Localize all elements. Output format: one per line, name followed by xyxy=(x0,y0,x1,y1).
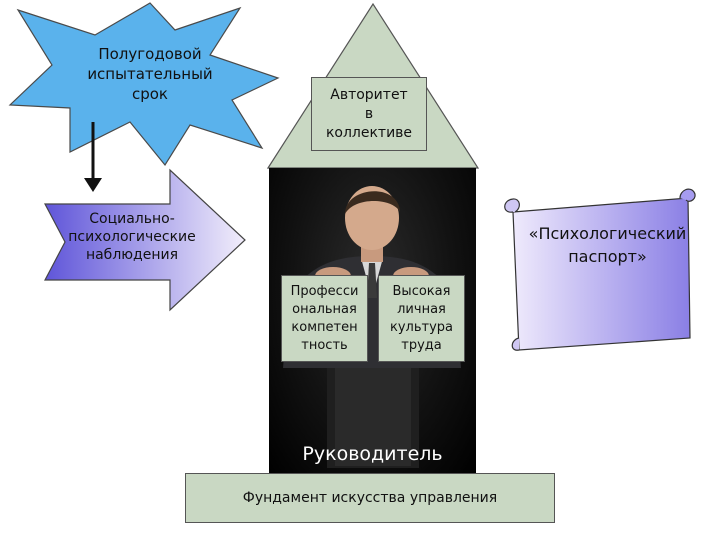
pillar-work-culture: Высокая личная культура труда xyxy=(378,275,465,362)
pillar-line: Професси xyxy=(290,283,359,299)
pillar-line: труда xyxy=(401,337,442,353)
explosion-star xyxy=(8,2,280,167)
leader-label: Руководитель xyxy=(302,443,443,465)
star-text: Полугодовой испытательный срок xyxy=(80,44,220,104)
roof-line: Авторитет xyxy=(330,86,408,103)
scroll-shape xyxy=(504,188,696,351)
arrow-line: психологические xyxy=(68,229,196,245)
foundation-label: Фундамент искусства управления xyxy=(242,490,498,506)
pillar-line: компетен xyxy=(291,319,358,335)
pillar-line: личная xyxy=(397,301,446,317)
star-line: срок xyxy=(131,85,168,103)
arrow-text: Социально- психологические наблюдения xyxy=(52,210,212,264)
scroll-text: «Психологический паспорт» xyxy=(520,222,695,268)
arrow-line: Социально- xyxy=(89,211,175,227)
process-arrow xyxy=(44,168,246,312)
roof-line: в xyxy=(364,105,374,122)
scroll-line: «Психологический xyxy=(528,224,687,243)
down-arrow-head xyxy=(84,178,102,192)
pillar-line: ональная xyxy=(292,301,357,317)
pillar-line: культура xyxy=(389,319,453,335)
pillar-line: Высокая xyxy=(392,283,451,299)
foundation-box: Фундамент искусства управления xyxy=(185,473,555,523)
pillar-line: тность xyxy=(301,337,348,353)
star-line: испытательный xyxy=(87,65,213,83)
pillar-professional-competence: Професси ональная компетен тность xyxy=(281,275,368,362)
star-line: Полугодовой xyxy=(98,45,202,63)
arrow-line: наблюдения xyxy=(85,247,179,263)
roof-line: коллективе xyxy=(325,124,413,141)
scroll-line: паспорт» xyxy=(568,247,647,266)
roof-box: Авторитет в коллективе xyxy=(311,77,427,151)
